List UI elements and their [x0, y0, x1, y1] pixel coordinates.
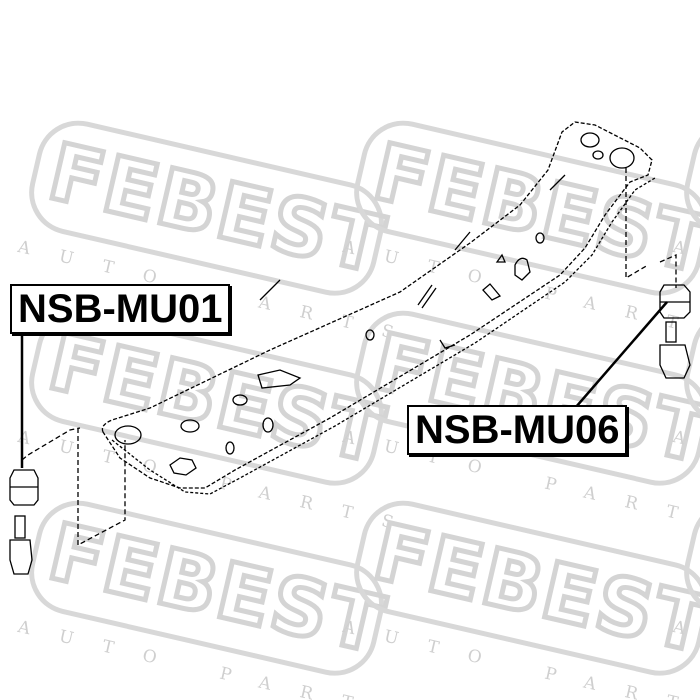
- mount-hole: [609, 147, 635, 169]
- bolt-icon: [665, 321, 677, 343]
- bushing-icon: [659, 284, 691, 319]
- mu06-assembly: [575, 168, 691, 408]
- mount-hole: [114, 425, 142, 445]
- crossmember: [101, 121, 656, 495]
- watermark-logo: [340, 495, 700, 700]
- mu01-assembly: [9, 336, 126, 575]
- leader-line-mu06: [575, 301, 668, 408]
- bushing-icon: [9, 469, 39, 506]
- bolt-icon: [14, 515, 26, 539]
- part-label-nsb-mu06[interactable]: NSB-MU06: [407, 405, 628, 455]
- part-label-nsb-mu01[interactable]: NSB-MU01: [10, 284, 231, 334]
